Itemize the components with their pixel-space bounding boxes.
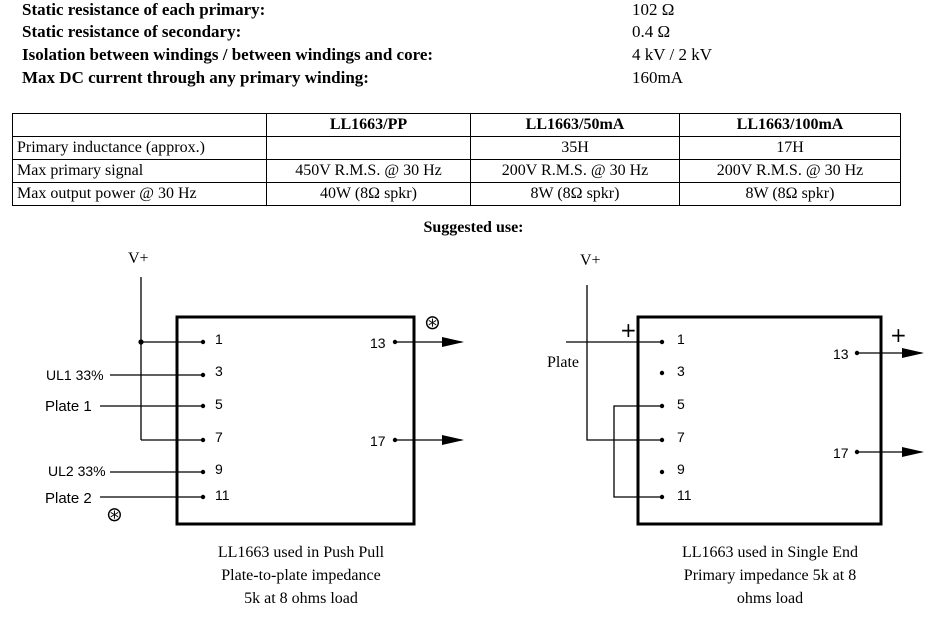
plus-sign: + <box>620 318 637 342</box>
pin-dot <box>659 437 665 443</box>
table-cell: Max output power @ 30 Hz <box>12 182 267 206</box>
pin-dot <box>659 494 665 500</box>
wire-pin5-pin11 <box>613 405 662 498</box>
spec-label: Isolation between windings / between win… <box>22 45 434 64</box>
pin-label-13: 13 <box>370 335 386 351</box>
push-pull-labels: V+ UL1 33% Plate 1 UL2 33% Plate 2 1 3 5… <box>45 250 441 607</box>
caption-line: Plate-to-plate impedance <box>221 567 380 584</box>
pin-dot <box>659 403 665 409</box>
pin-label-7: 7 <box>677 429 685 445</box>
spec-label: Max DC current through any primary windi… <box>22 68 369 87</box>
caption-line: ohms load <box>737 590 803 607</box>
table-cell <box>266 136 471 160</box>
spec-value: 160mA <box>632 68 683 87</box>
pin-label-1: 1 <box>677 331 685 347</box>
plate-label: Plate <box>547 354 579 371</box>
pin-dot <box>200 494 206 500</box>
spec-row: Static resistance of secondary: 0.4 Ω <box>22 22 670 44</box>
transformer-box <box>636 315 883 526</box>
pin-dot <box>200 372 206 378</box>
pin-dot <box>854 449 860 455</box>
phase-symbol-icon: ⊛ <box>424 310 441 334</box>
junction-dot <box>138 339 144 345</box>
table-cell: 17H <box>679 136 901 160</box>
push-pull-diagram <box>100 277 464 526</box>
pin-label-17: 17 <box>370 433 386 449</box>
spec-value: 0.4 Ω <box>632 22 671 41</box>
spec-row: Max DC current through any primary windi… <box>22 68 683 90</box>
suggested-use-heading: Suggested use: <box>423 219 524 236</box>
table-cell: 8W (8Ω spkr) <box>679 182 901 206</box>
pin-label-3: 3 <box>215 363 223 379</box>
vplus-label: V+ <box>580 252 601 269</box>
pin-dot <box>854 350 860 356</box>
spec-row: Static resistance of each primary: 102 Ω <box>22 0 674 22</box>
pin-dot <box>392 339 398 345</box>
plate1-label: Plate 1 <box>45 398 92 415</box>
caption-line: Primary impedance 5k at 8 <box>684 567 856 584</box>
vplus-wire <box>586 285 662 441</box>
spec-label: Static resistance of secondary: <box>22 22 242 41</box>
table-cell: Primary inductance (approx.) <box>12 136 267 160</box>
spec-row: Isolation between windings / between win… <box>22 45 712 67</box>
caption-line: LL1663 used in Single End <box>682 544 858 561</box>
single-end-dots <box>659 339 860 500</box>
push-pull-dots <box>138 339 398 500</box>
pin-label-11: 11 <box>677 487 692 503</box>
pin-dot <box>200 437 206 443</box>
table-cell: 200V R.M.S. @ 30 Hz <box>470 159 680 183</box>
spec-value: 4 kV / 2 kV <box>632 45 712 64</box>
pin-label-5: 5 <box>215 396 223 412</box>
plus-sign: + <box>890 323 907 347</box>
pin-dot <box>200 339 206 345</box>
table-header: LL1663/PP <box>266 113 471 137</box>
pin-label-3: 3 <box>677 363 685 379</box>
table-row: Max output power @ 30 Hz 40W (8Ω spkr) 8… <box>12 182 901 206</box>
spec-value: 102 Ω <box>632 0 675 19</box>
ul1-label: UL1 33% <box>46 367 104 383</box>
pin-label-1: 1 <box>215 331 223 347</box>
caption-line: 5k at 8 ohms load <box>244 590 358 607</box>
table-cell: Max primary signal <box>12 159 267 183</box>
pin-label-9: 9 <box>677 461 685 477</box>
table-cell: 40W (8Ω spkr) <box>266 182 471 206</box>
vplus-label: V+ <box>128 250 149 267</box>
single-end-labels: V+ Plate + + 1 3 5 7 9 11 13 17 LL1663 u… <box>547 252 907 607</box>
ul2-label: UL2 33% <box>48 463 106 479</box>
caption-line: LL1663 used in Push Pull <box>218 544 385 561</box>
pin-label-13: 13 <box>833 346 849 362</box>
pin-dot <box>659 469 665 475</box>
pin-label-9: 9 <box>215 461 223 477</box>
pin-label-5: 5 <box>677 396 685 412</box>
pin-dot <box>659 370 665 376</box>
pin-dot <box>659 339 665 345</box>
pin-label-17: 17 <box>833 445 849 461</box>
table-cell: 8W (8Ω spkr) <box>470 182 680 206</box>
pin-dot <box>200 403 206 409</box>
single-end-diagram <box>566 285 924 526</box>
pin-label-11: 11 <box>215 487 230 503</box>
spec-table: LL1663/PP LL1663/50mA LL1663/100mA Prima… <box>12 113 901 206</box>
pin-label-7: 7 <box>215 429 223 445</box>
pin-dot <box>392 437 398 443</box>
spec-label: Static resistance of each primary: <box>22 0 266 19</box>
transformer-box <box>175 315 416 526</box>
pin-dot <box>200 469 206 475</box>
plate2-label: Plate 2 <box>45 490 92 507</box>
phase-symbol-icon: ⊛ <box>106 502 123 526</box>
